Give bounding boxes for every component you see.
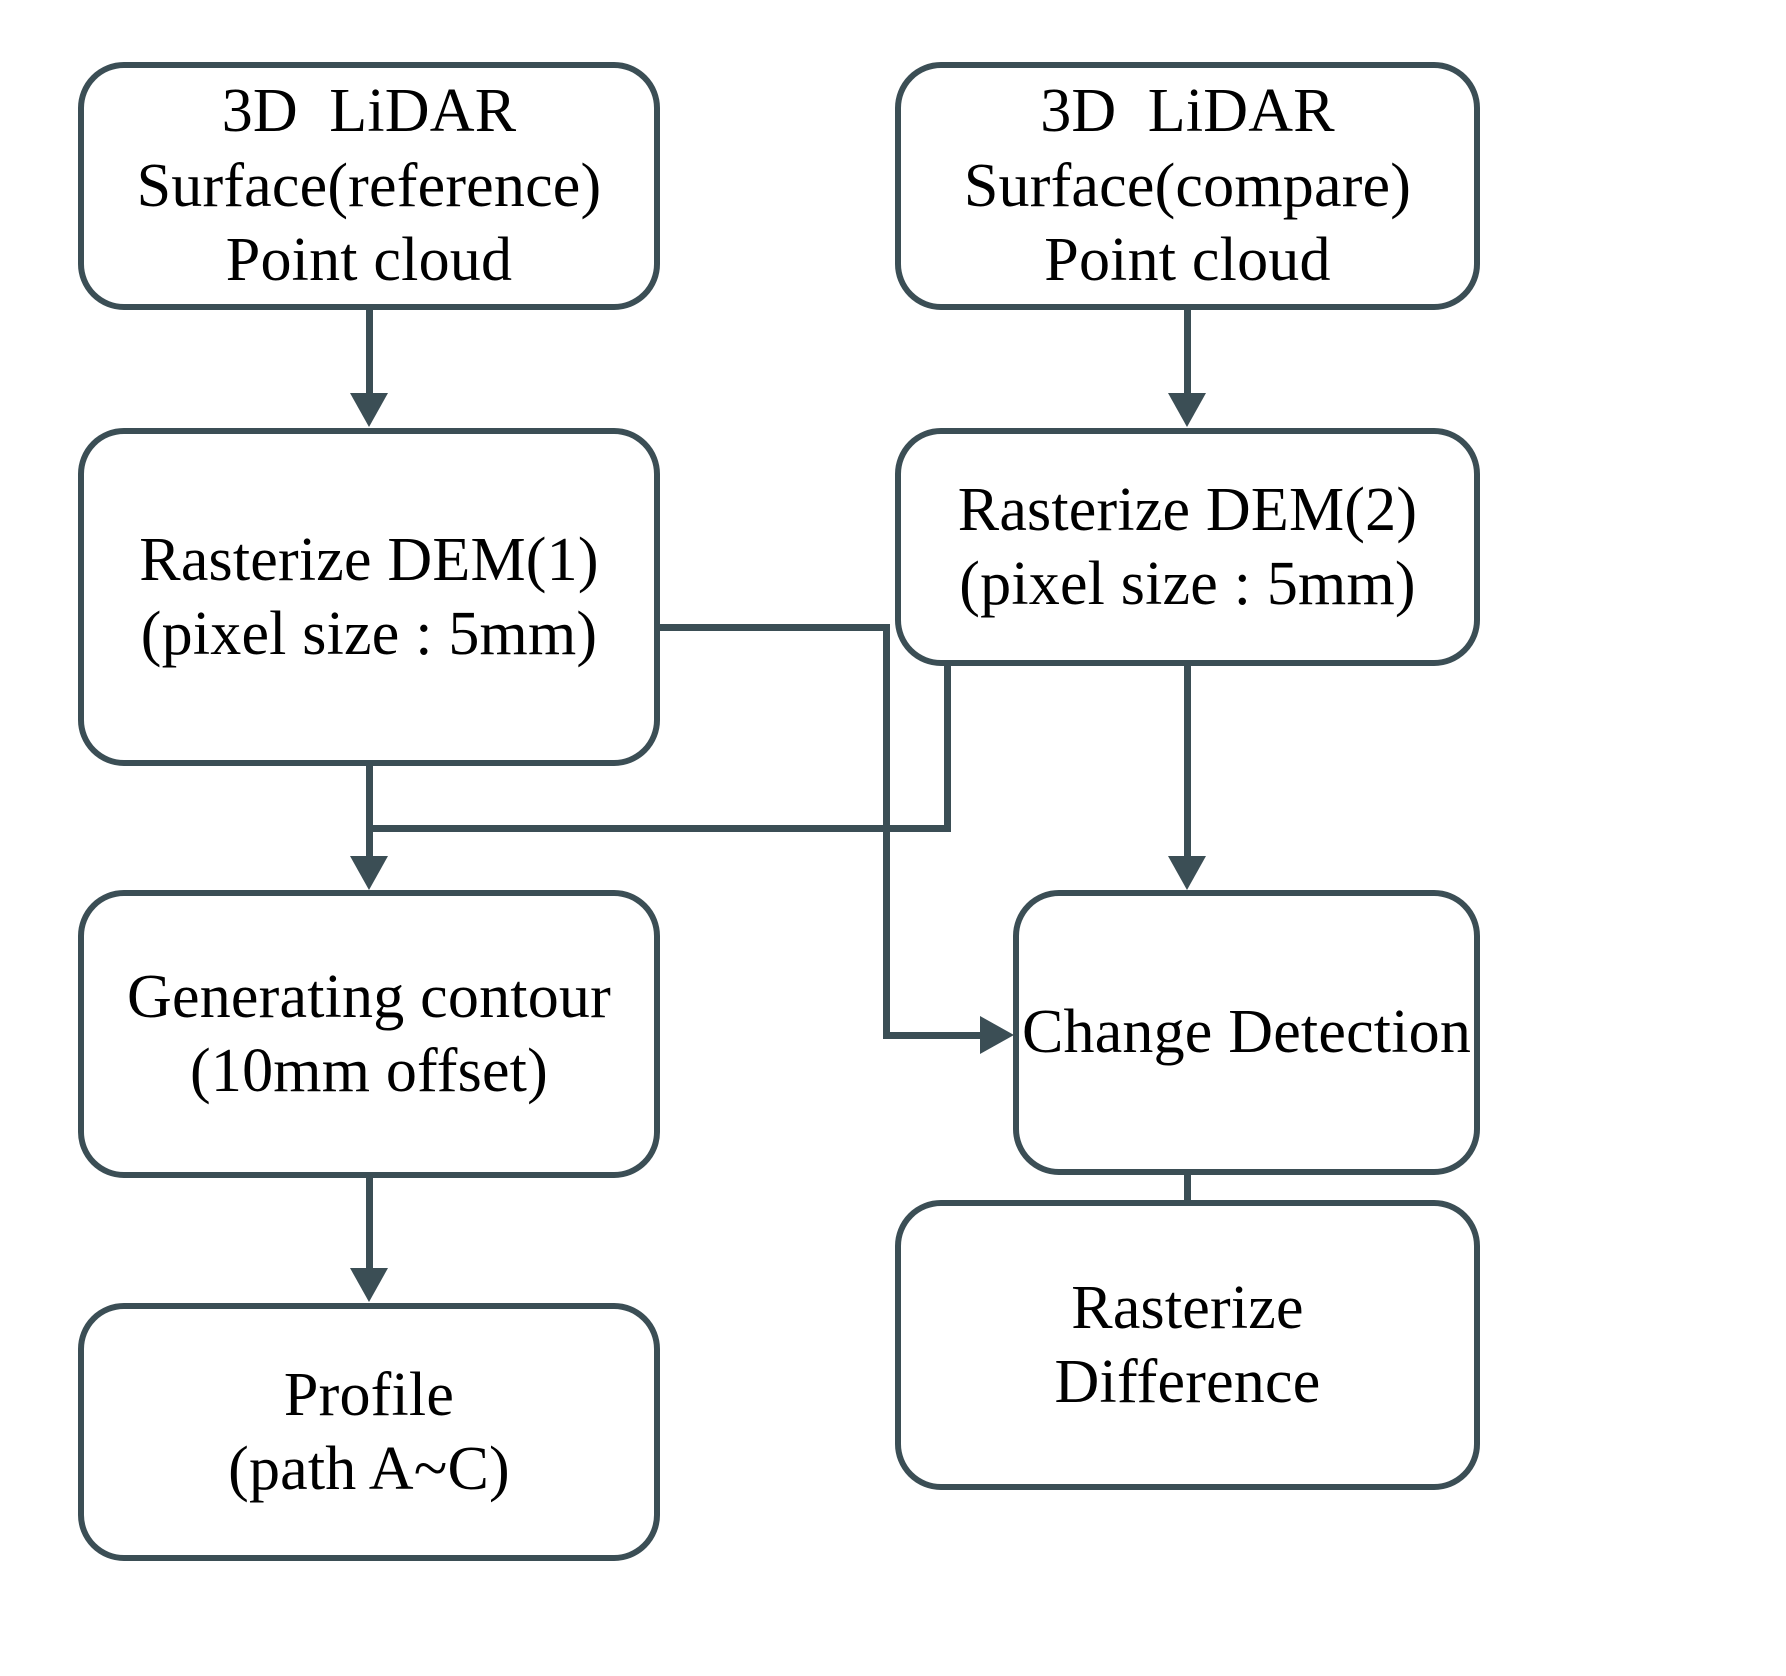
node-generating-contour[interactable]: Generating contour (10mm offset) [78, 890, 660, 1178]
node-rasterize-dem-1-line-1: Rasterize DEM(1) [139, 525, 599, 594]
edge-dem2-to-contour-seg-h2 [370, 825, 951, 832]
node-rasterize-difference-line-2: Difference [1054, 1348, 1321, 1416]
node-rasterize-dem-2[interactable]: Rasterize DEM(2) (pixel size : 5mm) [895, 428, 1480, 666]
edge-contour-to-profile-stem [366, 1178, 373, 1270]
node-lidar-reference-line-1: 3D LiDAR [221, 77, 517, 146]
edge-dem1-to-change-detection-arrowhead [980, 1016, 1014, 1054]
node-lidar-compare-line-2: Surface(compare) [963, 151, 1412, 220]
edge-dem2-to-contour-seg-v [944, 624, 951, 832]
node-rasterize-dem-1[interactable]: Rasterize DEM(1) (pixel size : 5mm) [78, 428, 660, 766]
node-profile-line-1: Profile [283, 1360, 455, 1429]
node-profile-line-2: (path A~C) [228, 1435, 510, 1503]
edge-contour-to-profile-arrowhead [350, 1268, 388, 1302]
node-rasterize-difference[interactable]: Rasterize Difference [895, 1200, 1480, 1490]
node-rasterize-dem-2-line-2: (pixel size : 5mm) [959, 550, 1416, 618]
edge-dem1-to-contour-arrowhead [350, 856, 388, 890]
edge-dem2-to-change-detection-stem [1184, 666, 1191, 858]
node-rasterize-dem-1-line-2: (pixel size : 5mm) [140, 600, 598, 668]
node-generating-contour-line-2: (10mm offset) [190, 1037, 548, 1105]
node-lidar-compare-line-1: 3D LiDAR [1040, 77, 1335, 146]
node-change-detection[interactable]: Change Detection [1013, 890, 1480, 1175]
edge-dem1-to-change-detection-seg-h1 [654, 624, 890, 631]
node-change-detection-line-1: Change Detection [1021, 998, 1472, 1067]
edge-dem2-to-change-detection-arrowhead [1168, 856, 1206, 890]
node-rasterize-dem-2-line-1: Rasterize DEM(2) [957, 475, 1418, 544]
edge-lidar-compare-to-dem2-stem [1184, 310, 1191, 395]
node-lidar-reference[interactable]: 3D LiDAR Surface(reference) Point cloud [78, 62, 660, 310]
node-lidar-compare[interactable]: 3D LiDAR Surface(compare) Point cloud [895, 62, 1480, 310]
node-generating-contour-line-1: Generating contour [127, 962, 611, 1031]
edge-dem1-to-contour-stem [366, 766, 373, 858]
edge-lidar-reference-to-dem1-arrowhead [350, 393, 388, 427]
edge-lidar-compare-to-dem2-arrowhead [1168, 393, 1206, 427]
edge-dem1-to-change-detection-seg-h2 [883, 1032, 983, 1039]
node-profile[interactable]: Profile (path A~C) [78, 1303, 660, 1561]
node-lidar-reference-line-3: Point cloud [225, 226, 513, 295]
node-rasterize-difference-line-1: Rasterize [1071, 1273, 1304, 1342]
node-lidar-reference-line-2: Surface(reference) [136, 151, 602, 220]
node-lidar-compare-line-3: Point cloud [1044, 226, 1331, 295]
edge-lidar-reference-to-dem1-stem [366, 310, 373, 395]
